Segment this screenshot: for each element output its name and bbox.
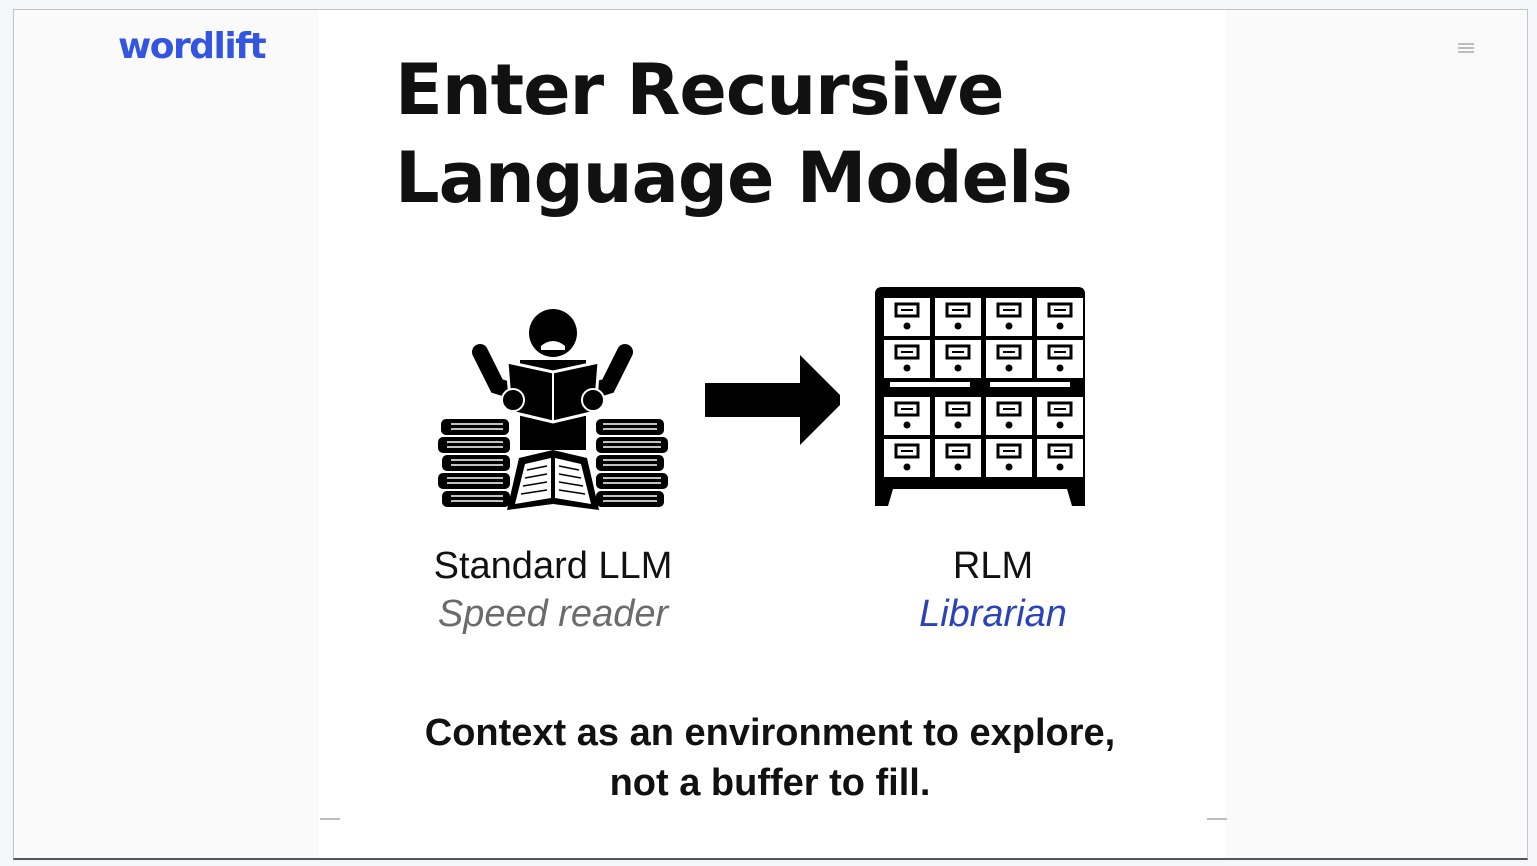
hamburger-menu-icon[interactable]: [1458, 43, 1474, 53]
catalog-drawer: [884, 340, 930, 378]
menu-line: [1458, 47, 1474, 49]
tagline-line-2: not a buffer to fill.: [609, 762, 931, 804]
title-line-1: Enter Recursive: [395, 49, 1004, 131]
catalog-drawer: [935, 298, 981, 336]
librarian-label: Librarian: [919, 593, 1067, 635]
menu-line: [1458, 43, 1474, 45]
catalog-drawer: [1037, 439, 1083, 477]
standard-llm-label: Standard LLM: [433, 545, 673, 587]
catalog-drawer: [1037, 298, 1083, 336]
catalog-drawer: [1037, 340, 1083, 378]
catalog-drawer: [884, 397, 930, 435]
rlm-label-block: RLM Librarian: [833, 543, 1153, 639]
speed-reader-label: Speed reader: [437, 593, 669, 635]
slide-right-marker: [1207, 818, 1227, 820]
rlm-label: RLM: [952, 545, 1034, 587]
title-line-2: Language Models: [395, 137, 1073, 219]
standard-llm-label-block: Standard LLM Speed reader: [393, 543, 713, 639]
slide-left-marker: [320, 818, 340, 820]
tagline-line-1: Context as an environment to explore,: [424, 712, 1116, 754]
overwhelmed-reader-icon: [436, 309, 670, 510]
catalog-drawer: [935, 439, 981, 477]
slide-title: Enter Recursive Language Models: [395, 46, 1073, 222]
catalog-drawer: [986, 298, 1032, 336]
catalog-drawer: [986, 397, 1032, 435]
catalog-drawer: [986, 439, 1032, 477]
slide-tagline: Context as an environment to explore, no…: [320, 708, 1220, 808]
wordlift-logo: wordlift: [118, 26, 267, 67]
slide-viewer-frame: [13, 9, 1528, 860]
catalog-drawer: [1037, 397, 1083, 435]
catalog-drawer: [884, 298, 930, 336]
catalog-drawer: [884, 439, 930, 477]
arrow-right-icon: [705, 355, 840, 445]
catalog-drawer: [935, 340, 981, 378]
catalog-drawer: [935, 397, 981, 435]
catalog-drawer: [986, 340, 1032, 378]
menu-line: [1458, 51, 1474, 53]
card-catalog-cabinet-icon: [875, 287, 1085, 506]
